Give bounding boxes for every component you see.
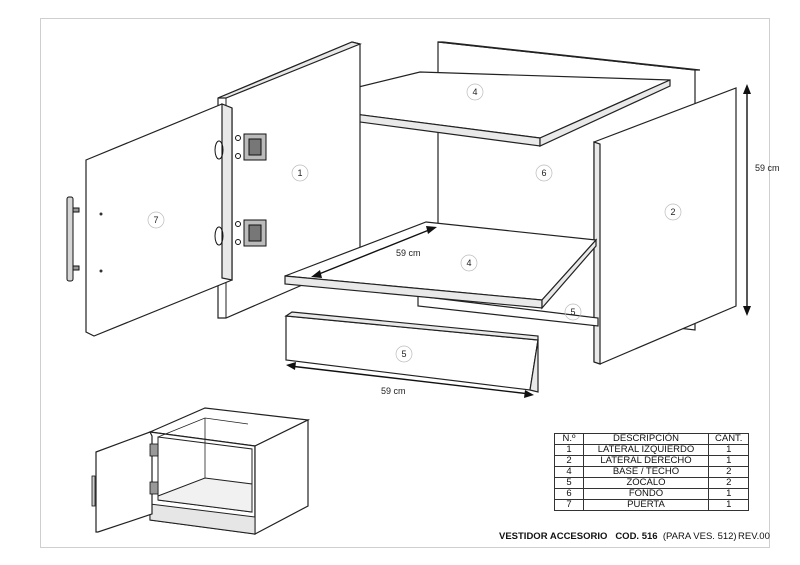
- header-description: DESCRIPCIÓN: [583, 433, 709, 445]
- callout-7: 7: [147, 211, 165, 229]
- part-description: LATERAL DERECHO: [583, 455, 709, 467]
- revision-label: REV.00: [738, 531, 770, 542]
- svg-text:5: 5: [401, 349, 406, 359]
- table-row: 5 ZOCALO 2: [554, 477, 750, 489]
- product-title: VESTIDOR ACCESORIO: [499, 531, 608, 542]
- table-row: 2 LATERAL DERECHO 1: [554, 455, 750, 467]
- part-quantity: 1: [707, 499, 750, 511]
- svg-text:6: 6: [541, 168, 546, 178]
- door-handle: [66, 196, 80, 282]
- table-row: 1 LATERAL IZQUIERDO 1: [554, 444, 750, 456]
- hinge-top: [235, 133, 267, 161]
- table-row: 6 FONDO 1: [554, 488, 750, 500]
- parts-table-header: N.º DESCRIPCIÓN CANT.: [554, 433, 750, 445]
- door-panel: [85, 103, 233, 337]
- part-number: 1: [554, 444, 584, 456]
- depth-dimension-label: 59 cm: [396, 248, 421, 258]
- hinge-bottom: [235, 219, 267, 247]
- svg-text:1: 1: [297, 168, 302, 178]
- part-description: ZOCALO: [583, 477, 709, 489]
- part-description: BASE / TECHO: [583, 466, 709, 478]
- base-panel: [284, 221, 598, 310]
- callout-2: 2: [664, 203, 682, 221]
- product-note: (PARA VES. 512): [662, 531, 737, 542]
- callout-4-top: 4: [466, 83, 484, 101]
- assembled-view: [91, 407, 311, 535]
- svg-text:7: 7: [153, 215, 158, 225]
- part-description: LATERAL IZQUIERDO: [583, 444, 709, 456]
- part-number: 2: [554, 455, 584, 467]
- svg-text:4: 4: [466, 258, 471, 268]
- callout-4-base: 4: [460, 254, 478, 272]
- width-dimension-label: 59 cm: [381, 386, 406, 396]
- header-quantity: CANT.: [707, 433, 750, 445]
- svg-text:4: 4: [472, 87, 477, 97]
- svg-text:2: 2: [670, 207, 675, 217]
- part-number: 4: [554, 466, 584, 478]
- svg-text:5: 5: [570, 307, 575, 317]
- header-number: N.º: [554, 433, 584, 445]
- table-row: 7 PUERTA 1: [554, 499, 750, 511]
- part-quantity: 1: [707, 455, 750, 467]
- part-number: 5: [554, 477, 584, 489]
- parts-table: N.º DESCRIPCIÓN CANT. 1 LATERAL IZQUIERD…: [554, 433, 750, 511]
- drawing-frame: [40, 18, 770, 548]
- width-dimension: [286, 362, 534, 398]
- part-quantity: 2: [707, 466, 750, 478]
- part-number: 6: [554, 488, 584, 500]
- callout-1: 1: [291, 164, 309, 182]
- title-block: VESTIDOR ACCESORIO COD. 516 (PARA VES. 5…: [499, 531, 737, 542]
- callout-5-rear: 5: [564, 303, 582, 321]
- height-dimension-label: 59 cm: [755, 163, 780, 173]
- product-code: COD. 516: [615, 531, 658, 542]
- part-quantity: 1: [707, 444, 750, 456]
- rear-plinth: [417, 295, 599, 327]
- part-description: PUERTA: [583, 499, 709, 511]
- part-quantity: 1: [707, 488, 750, 500]
- callout-5-front: 5: [395, 345, 413, 363]
- depth-dimension: [311, 226, 437, 278]
- height-dimension: [743, 84, 751, 316]
- table-row: 4 BASE / TECHO 2: [554, 466, 750, 478]
- part-number: 7: [554, 499, 584, 511]
- callout-6: 6: [535, 164, 553, 182]
- part-quantity: 2: [707, 477, 750, 489]
- part-description: FONDO: [583, 488, 709, 500]
